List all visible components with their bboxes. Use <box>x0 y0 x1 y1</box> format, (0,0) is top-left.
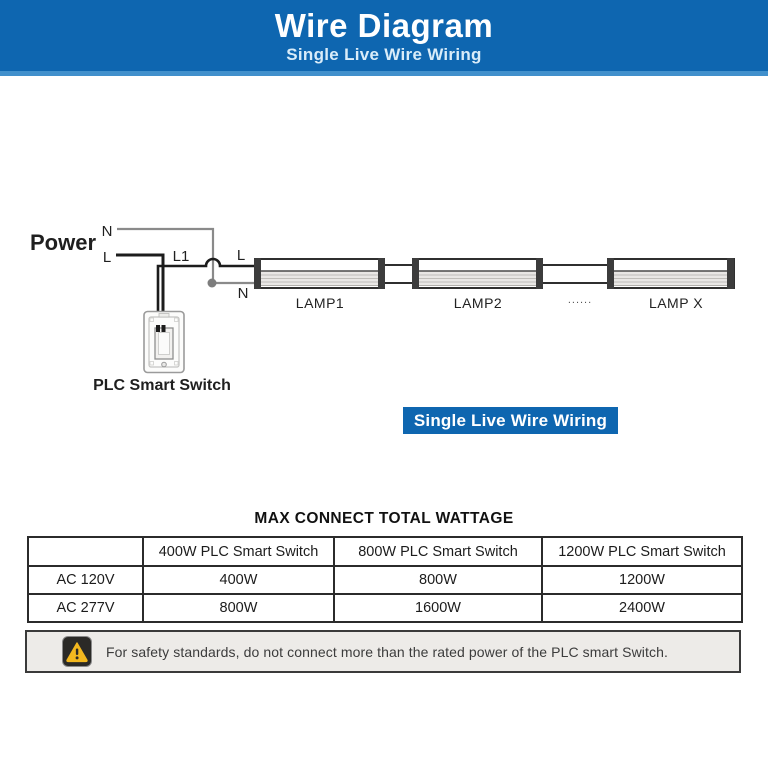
single-live-wire-wiring-badge: Single Live Wire Wiring <box>403 407 618 434</box>
header-accent-strip <box>0 71 768 76</box>
wattage-table: 400W PLC Smart Switch 800W PLC Smart Swi… <box>27 536 743 623</box>
lampx-label: LAMP X <box>649 295 703 311</box>
table-col-header: 800W PLC Smart Switch <box>333 536 543 567</box>
table-col-header: 1200W PLC Smart Switch <box>541 536 743 567</box>
table-cell: 800W <box>333 565 543 595</box>
lamp-link-wires <box>384 264 608 284</box>
badge-label: Single Live Wire Wiring <box>413 410 608 430</box>
table-row: AC 277V 800W 1600W 2400W <box>27 593 743 623</box>
table-corner-cell <box>27 536 144 567</box>
warning-text: For safety standards, do not connect mor… <box>106 643 668 660</box>
row-header: AC 120V <box>27 565 144 595</box>
neutral-wire <box>117 227 256 285</box>
ellipsis-label: ...... <box>568 294 592 306</box>
table-cell: 1200W <box>541 565 743 595</box>
l1-label: L1 <box>173 248 190 265</box>
table-cell: 400W <box>142 565 335 595</box>
warning-banner: For safety standards, do not connect mor… <box>25 630 741 673</box>
lamp1-label: LAMP1 <box>296 295 344 311</box>
lamp2-label: LAMP2 <box>454 295 502 311</box>
source-neutral-label: N <box>102 223 113 240</box>
l1-wire <box>156 257 256 330</box>
lamp-neutral-label: N <box>238 285 249 302</box>
table-row: AC 120V 400W 800W 1200W <box>27 565 743 595</box>
table-cell: 800W <box>142 593 335 623</box>
live-wire <box>116 253 256 330</box>
table-cell: 2400W <box>541 593 743 623</box>
wattage-table-title: MAX CONNECT TOTAL WATTAGE <box>254 510 514 527</box>
header-banner: Wire Diagram Single Live Wire Wiring <box>0 0 768 71</box>
table-header-row: 400W PLC Smart Switch 800W PLC Smart Swi… <box>27 536 743 567</box>
source-live-label: L <box>103 249 111 266</box>
lamp-tube-x <box>607 258 735 289</box>
page-title: Wire Diagram <box>274 7 494 44</box>
warning-triangle-icon <box>62 636 92 667</box>
switch-label: PLC Smart Switch <box>93 377 231 394</box>
table-cell: 1600W <box>333 593 543 623</box>
lamp-tube-1 <box>254 258 385 289</box>
power-label: Power <box>30 230 96 255</box>
lamp-live-label: L <box>237 247 245 264</box>
neutral-junction-dot <box>207 278 217 288</box>
lamp-tube-2 <box>412 258 543 289</box>
plc-smart-switch-device <box>143 310 185 374</box>
row-header: AC 277V <box>27 593 144 623</box>
table-col-header: 400W PLC Smart Switch <box>142 536 335 567</box>
page-subtitle: Single Live Wire Wiring <box>286 45 482 64</box>
